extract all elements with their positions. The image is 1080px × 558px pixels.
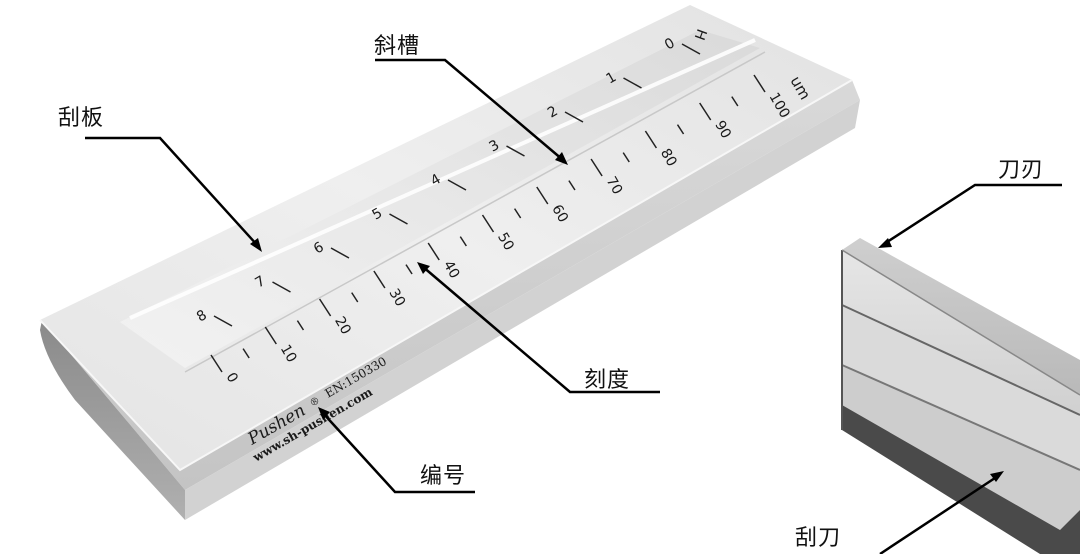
right-scale-label: 60 bbox=[548, 202, 571, 225]
label-serial-number: 编号 bbox=[420, 464, 467, 489]
right-scale-tick bbox=[351, 292, 359, 303]
blade-upper-face bbox=[842, 250, 1080, 415]
groove-shadow-line bbox=[184, 51, 766, 373]
gauge-block bbox=[39, 5, 860, 520]
label-scale: 刻度 bbox=[584, 368, 631, 393]
right-scale-label: 20 bbox=[331, 314, 354, 337]
callout-arrows bbox=[85, 58, 1062, 556]
left-scale-tick bbox=[213, 315, 233, 327]
label-scraper-blade: 刮刀 bbox=[795, 526, 842, 551]
right-scale-tick bbox=[459, 236, 467, 247]
right-scale-tick bbox=[481, 214, 495, 233]
h-marker: H bbox=[691, 27, 710, 42]
arrow-blade-edge bbox=[883, 183, 1062, 246]
registered-mark: ® bbox=[308, 395, 322, 410]
right-scale-label: 40 bbox=[440, 258, 463, 281]
right-scale-tick bbox=[753, 74, 766, 93]
left-scale-tick bbox=[623, 77, 642, 89]
right-scale-label: 10 bbox=[277, 342, 300, 365]
label-blade-edge: 刀刃 bbox=[998, 158, 1045, 183]
left-scale-tick bbox=[681, 43, 701, 55]
blade-top-face bbox=[842, 238, 1080, 395]
left-scale-tick bbox=[272, 281, 291, 293]
left-scale-tick bbox=[447, 179, 467, 191]
right-scale-label: 30 bbox=[385, 286, 408, 309]
right-scale-tick bbox=[242, 348, 250, 359]
arrow-serial bbox=[321, 411, 475, 494]
blade-line-1 bbox=[841, 304, 1080, 416]
blade-line-2 bbox=[841, 364, 1080, 471]
label-scraper-plate: 刮板 bbox=[58, 106, 105, 131]
arrow-groove bbox=[375, 58, 564, 161]
right-scale-tick bbox=[622, 152, 630, 163]
groove-edge-line bbox=[129, 38, 756, 320]
blade-middle-face bbox=[842, 305, 1080, 470]
right-scale-tick bbox=[427, 242, 440, 261]
gauge-left-end bbox=[40, 320, 185, 520]
right-scale-tick bbox=[590, 158, 603, 177]
right-scale-tick bbox=[513, 208, 522, 219]
groove-channel bbox=[120, 30, 760, 368]
right-scale-label: 70 bbox=[603, 174, 626, 197]
arrow-scraper-blade bbox=[879, 474, 999, 556]
right-scale-tick bbox=[296, 320, 305, 331]
label-groove: 斜槽 bbox=[374, 34, 421, 59]
blade-lower-face bbox=[842, 365, 1080, 530]
right-scale-tick bbox=[644, 130, 658, 149]
right-scale-label: 50 bbox=[494, 230, 517, 253]
right-scale-label: 80 bbox=[657, 146, 680, 169]
left-scale-tick bbox=[564, 111, 584, 123]
blade-line-top bbox=[841, 249, 1080, 396]
left-scale-tick bbox=[506, 145, 525, 157]
scraper-blade bbox=[841, 238, 1080, 554]
blade-bottom-edge bbox=[842, 405, 1080, 554]
right-scale-tick bbox=[699, 102, 712, 121]
arrow-scale bbox=[421, 265, 660, 394]
gauge-top-surface bbox=[40, 5, 852, 470]
right-scale-tick bbox=[264, 326, 277, 345]
right-scale-tick bbox=[676, 124, 685, 135]
arrow-scraper-plate bbox=[85, 136, 259, 247]
right-scale-tick bbox=[373, 270, 386, 289]
right-scale-tick bbox=[405, 264, 413, 275]
gauge-top-edge bbox=[39, 79, 853, 472]
right-scale-tick bbox=[731, 96, 739, 107]
right-scale-tick bbox=[536, 186, 549, 205]
left-scale-tick bbox=[389, 213, 408, 225]
right-scale-label: 90 bbox=[711, 118, 734, 141]
left-scale-tick bbox=[330, 247, 350, 259]
right-scale-tick bbox=[568, 180, 576, 191]
gauge-front-lower bbox=[185, 100, 860, 520]
right-scale-tick bbox=[210, 354, 223, 373]
right-scale-tick bbox=[318, 298, 332, 317]
